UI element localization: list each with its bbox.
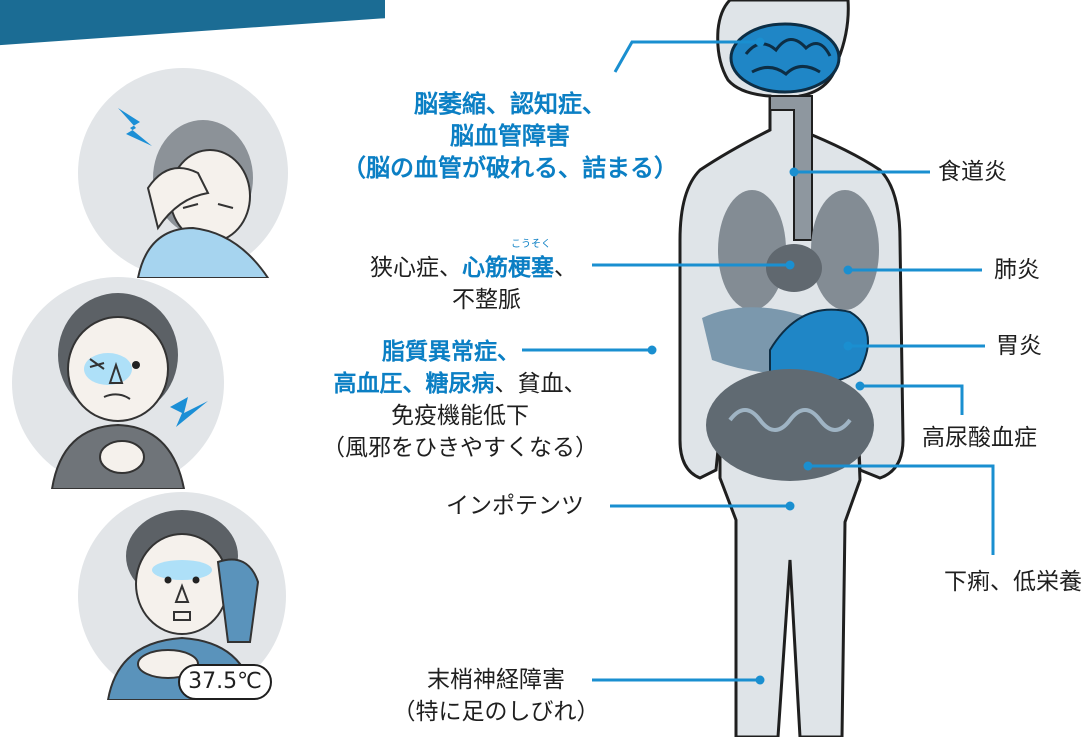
label-arrhythmia-text: 不整脈: [452, 287, 521, 313]
label-gastritis: 胃炎: [996, 330, 1042, 362]
label-esophagitis-text: 食道炎: [938, 159, 1007, 185]
temperature-bubble: 37.5℃: [178, 664, 272, 700]
leader-brain: [613, 40, 760, 73]
label-anemia: 、貧血、: [494, 371, 587, 397]
label-heart-mi-part1: 心筋: [462, 255, 508, 281]
label-metabolic: 脂質異常症、: [300, 336, 520, 368]
label-heart-mi-part2: 梗塞: [508, 255, 554, 281]
label-heart-infarction: こうそく梗塞: [508, 239, 554, 284]
left-lung: [718, 190, 786, 310]
label-brain-line2: 脳血管障害: [450, 122, 570, 150]
label-neuro-line2: （特に足のしびれ）: [392, 699, 600, 725]
label-heart-ruby: こうそく: [511, 239, 551, 250]
label-immune: 免疫機能低下: [391, 403, 529, 429]
intestines-icon: [706, 369, 874, 481]
chest-pain-illustration: [12, 277, 224, 489]
label-neuro: 末梢神経障害 （特に足のしびれ）: [346, 664, 646, 728]
heart-icon: [766, 244, 822, 292]
headache-icon: [118, 108, 270, 278]
leader-diarrhea: [808, 464, 995, 555]
label-cold: （風邪をひきやすくなる）: [322, 435, 598, 461]
label-diarrhea-text: 下痢、低栄養: [944, 569, 1082, 595]
label-pneumonia-text: 肺炎: [994, 257, 1040, 283]
label-heart: 狭心症、心筋こうそく梗塞、: [370, 239, 577, 284]
label-brain-line1: 脳萎縮、認知症、: [414, 90, 606, 118]
label-metabolic-2: 高血圧、糖尿病、貧血、 免疫機能低下 （風邪をひきやすくなる）: [290, 368, 630, 464]
label-hyperuricemia: 高尿酸血症: [922, 422, 1037, 454]
leader-hyperuricemia: [860, 384, 964, 415]
label-diarrhea: 下痢、低栄養: [944, 566, 1082, 598]
headache-illustration: [78, 68, 288, 278]
temperature-text: 37.5℃: [188, 669, 262, 694]
chest-pain-icon: [50, 293, 208, 489]
label-gastritis-text: 胃炎: [996, 333, 1042, 359]
label-neuro-line1: 末梢神経障害: [427, 667, 565, 693]
lightning-icon: [170, 397, 208, 427]
label-hyperuricemia-text: 高尿酸血症: [922, 425, 1037, 451]
fever-icon: [106, 510, 260, 700]
label-esophagitis: 食道炎: [938, 156, 1007, 188]
label-impotence-text: インポテンツ: [446, 493, 584, 519]
label-brain: 脳萎縮、認知症、 脳血管障害 （脳の血管が破れる、詰まる）: [330, 88, 690, 184]
lightning-icon: [118, 108, 152, 146]
label-hypertension-diabetes: 高血圧、糖尿病: [333, 371, 495, 397]
right-lung: [811, 190, 879, 310]
label-heart-comma: 、: [554, 255, 577, 281]
label-brain-line3: （脳の血管が破れる、詰まる）: [342, 154, 678, 182]
label-heart-angina: 狭心症、: [370, 255, 462, 281]
brain-icon: [729, 22, 841, 94]
label-dyslipidemia: 脂質異常症、: [382, 339, 520, 365]
label-pneumonia: 肺炎: [994, 254, 1040, 286]
label-arrhythmia: 不整脈: [452, 284, 521, 316]
label-impotence: インポテンツ: [446, 490, 584, 522]
